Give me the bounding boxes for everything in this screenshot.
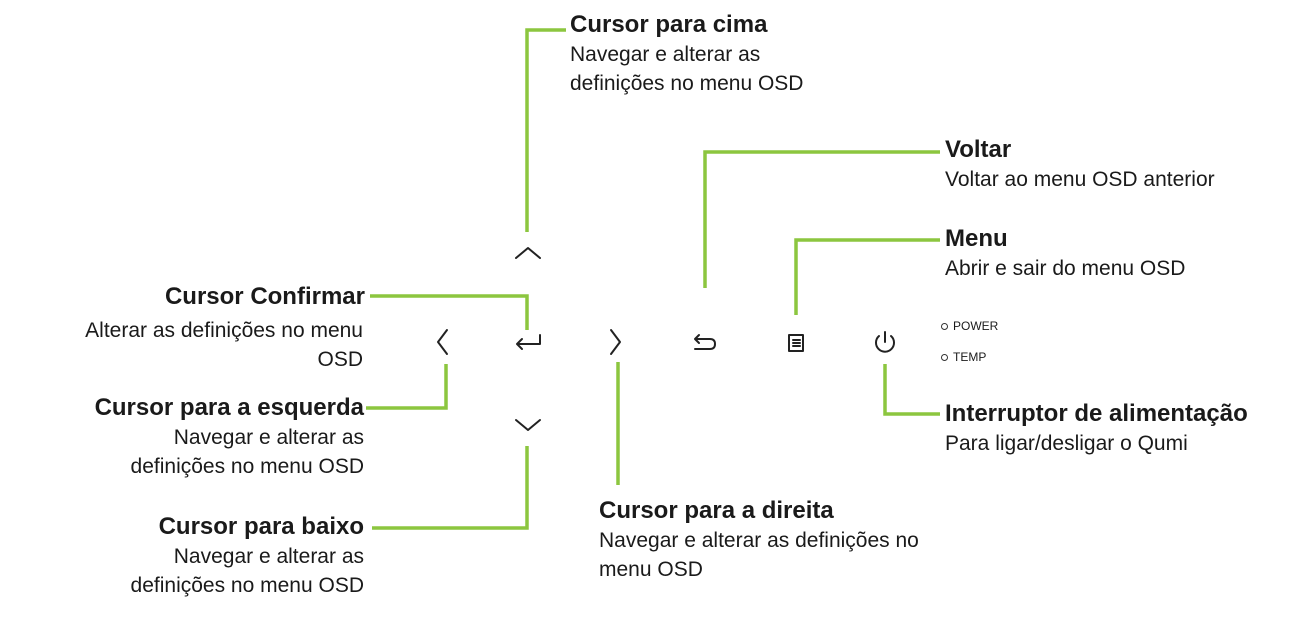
callout-down-desc-line1: Navegar e alterar as [173,545,364,568]
callout-enter-desc-line2: OSD [317,348,363,371]
enter-icon [516,334,541,350]
callout-up-desc-line2: definições no menu OSD [570,72,804,95]
menu-button[interactable] [783,330,809,356]
power-led-label: POWER [953,319,999,333]
chevron-right-icon [610,329,621,355]
chevron-left-icon [437,329,448,355]
callout-down-desc-line2: definições no menu OSD [130,574,364,597]
callout-menu-desc: Abrir e sair do menu OSD [945,257,1186,280]
callout-right-desc-line1: Navegar e alterar as definições no [599,529,919,552]
cursor-enter-button[interactable] [510,331,546,355]
callout-left: Cursor para a esquerda Navegar e alterar… [4,393,364,481]
leader-power [883,364,940,416]
menu-icon [788,334,804,352]
callout-up-title: Cursor para cima [570,11,768,38]
callout-left-title: Cursor para a esquerda [94,394,364,421]
cursor-right-button[interactable] [604,326,628,358]
cursor-left-button[interactable] [430,326,454,358]
callout-menu: Menu Abrir e sair do menu OSD [945,224,1185,283]
callout-power: Interruptor de alimentação Para ligar/de… [945,399,1248,458]
cursor-down-button[interactable] [512,414,544,438]
temp-led-label: TEMP [953,350,987,364]
callout-menu-title: Menu [945,225,1008,252]
callout-right-title: Cursor para a direita [599,497,834,524]
leader-menu [794,238,940,315]
leader-down [372,446,529,530]
callout-down-title: Cursor para baixo [158,513,364,540]
callout-up-desc-line1: Navegar e alterar as [570,43,761,66]
callout-right-desc-line2: menu OSD [599,558,703,581]
chevron-up-icon [515,247,541,259]
callout-right: Cursor para a direita Navegar e alterar … [599,496,919,584]
callout-enter-title: Cursor Confirmar [164,283,365,310]
back-icon [694,334,716,350]
callout-power-desc: Para ligar/desligar o Qumi [945,432,1188,455]
leader-back [703,150,940,288]
callout-left-desc-line2: definições no menu OSD [130,455,364,478]
temp-led: TEMP [941,350,986,364]
callout-up: Cursor para cima Navegar e alterar as de… [570,10,803,98]
cursor-up-button[interactable] [512,240,544,264]
callout-down: Cursor para baixo Navegar e alterar as d… [4,512,364,600]
power-led-indicator [941,322,948,330]
callout-enter-desc: Alterar as definições no menu OSD [3,316,363,374]
chevron-down-icon [515,419,541,431]
leader-left [366,364,448,410]
callout-power-title: Interruptor de alimentação [945,400,1248,427]
callout-left-desc-line1: Navegar e alterar as [173,426,364,449]
callout-back-desc: Voltar ao menu OSD anterior [945,168,1215,191]
leader-enter [370,294,529,330]
callout-enter-desc-line1: Alterar as definições no menu [85,319,363,342]
callout-back-title: Voltar [945,136,1012,163]
callout-back: Voltar Voltar ao menu OSD anterior [945,135,1215,194]
back-button[interactable] [690,331,720,355]
leader-up [525,28,566,232]
power-led: POWER [941,319,998,333]
power-button[interactable] [870,328,900,358]
temp-led-indicator [941,353,948,361]
power-icon [875,331,895,353]
callout-enter: Cursor Confirmar [5,282,365,312]
